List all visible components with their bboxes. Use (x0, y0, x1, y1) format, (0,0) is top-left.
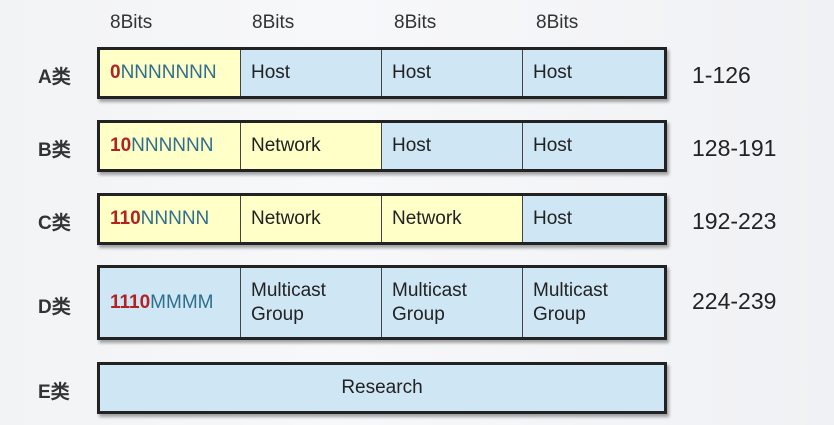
class-d-prefix: 1110 (110, 291, 151, 313)
class-a-ids: NNNNNNN (120, 62, 217, 83)
class-b-byte-4: Host (523, 123, 664, 169)
class-a-byte-4: Host (523, 50, 664, 96)
class-d-byte-3-line-2: Group (392, 303, 445, 325)
class-b-ids: NNNNNN (131, 135, 214, 156)
class-c-range: 192-223 (692, 208, 777, 234)
class-d-range: 224-239 (692, 288, 777, 314)
class-c-label: C类 (38, 213, 71, 234)
class-a-label: A类 (38, 67, 71, 88)
class-d-byte-4: Multicast Group (523, 268, 664, 337)
class-c-byte-4: Host (523, 196, 664, 242)
bits-label-4: 8Bits (536, 12, 579, 33)
class-d-label: D类 (38, 297, 71, 318)
class-d-byte-2-line-2: Group (251, 303, 304, 325)
class-c-byte-2: Network (241, 196, 382, 242)
class-a-byte-3: Host (382, 50, 523, 96)
class-b-byte-3: Host (382, 123, 523, 169)
class-c-byte-3: Network (382, 196, 523, 242)
bits-label-1: 8Bits (110, 12, 153, 33)
class-d-byte-3-line-1: Multicast (392, 279, 467, 301)
class-b-range: 128-191 (692, 135, 777, 161)
class-e-row: Research (97, 362, 667, 414)
bits-label-3: 8Bits (394, 12, 437, 33)
class-a-prefix: 0 (110, 62, 121, 83)
class-b-prefix: 10 (110, 135, 132, 156)
class-c-ids: NNNNN (140, 208, 210, 229)
class-d-byte-3: Multicast Group (382, 268, 523, 337)
class-e-label: E类 (38, 382, 70, 403)
class-a-range: 1-126 (692, 62, 751, 88)
class-d-byte-4-line-2: Group (533, 303, 586, 325)
class-d-byte-4-line-1: Multicast (533, 279, 608, 301)
class-c-prefix: 110 (110, 208, 141, 229)
class-d-ids: MMMM (150, 291, 214, 313)
class-b-byte-2: Network (241, 123, 382, 169)
class-e-research: Research (341, 377, 423, 398)
bits-label-2: 8Bits (252, 12, 295, 33)
class-d-byte-2: Multicast Group (241, 268, 382, 337)
class-a-byte-2: Host (241, 50, 382, 96)
class-d-byte-2-line-1: Multicast (251, 279, 326, 301)
bits-header: 8Bits 8Bits 8Bits 8Bits (0, 12, 834, 36)
class-b-label: B类 (38, 140, 71, 161)
